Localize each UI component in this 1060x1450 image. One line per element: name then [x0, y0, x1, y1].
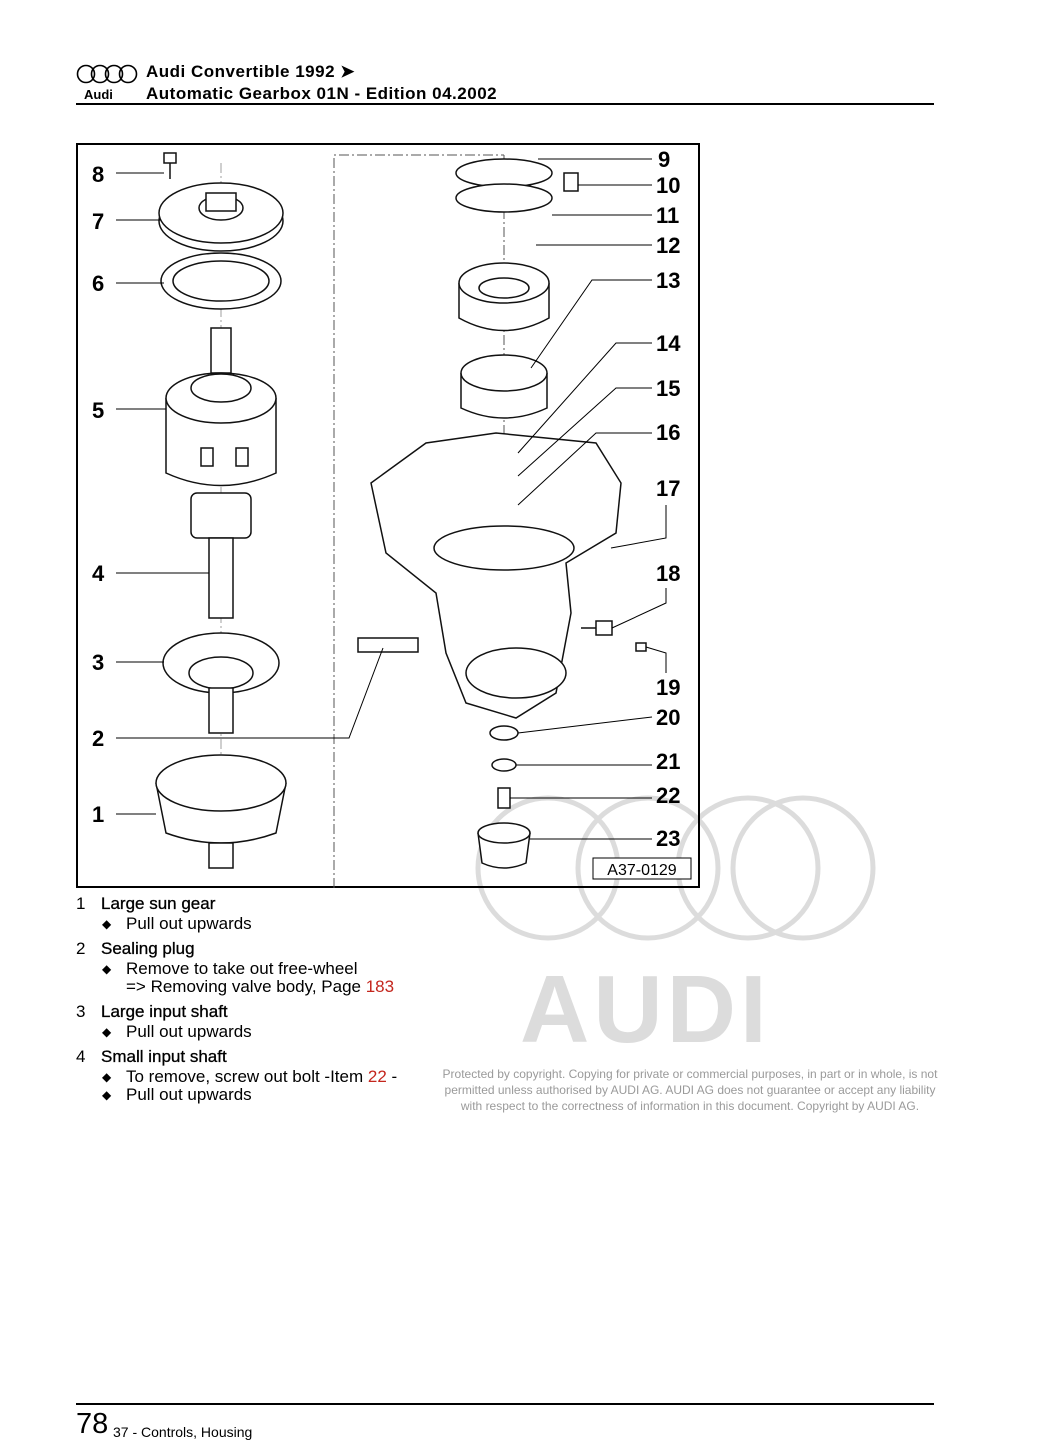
callout-21: 21	[656, 749, 680, 774]
item-number: 4	[76, 1047, 86, 1066]
bullet-text: => Removing valve body, Page	[126, 977, 366, 996]
bullet-icon: ◆	[102, 962, 112, 976]
item-link[interactable]: 22	[367, 1067, 387, 1086]
callout-16: 16	[656, 420, 680, 445]
footer-rule	[76, 1403, 934, 1405]
header-title-line1: Audi Convertible 1992 ➤	[146, 62, 356, 81]
bullet-text: Pull out upwards	[126, 1085, 252, 1104]
callout-13: 13	[656, 268, 680, 293]
callout-11: 11	[656, 203, 679, 228]
audi-logo-text: Audi	[84, 87, 113, 102]
bullet-icon: ◆	[102, 1070, 112, 1084]
callout-22: 22	[656, 783, 680, 808]
callout-20: 20	[656, 705, 680, 730]
bullet-text-suffix: -	[386, 1067, 398, 1086]
callout-8: 8	[92, 162, 104, 187]
copyright-line: with respect to the correctness of infor…	[460, 1099, 920, 1113]
watermark-text: AUDI	[520, 956, 771, 1063]
callout-5: 5	[92, 398, 104, 423]
list-item: 1 Large sun gear ◆ Pull out upwards	[76, 892, 476, 933]
callout-23: 23	[656, 826, 680, 851]
bullet-text: To remove, screw out bolt -Item	[126, 1067, 368, 1086]
item-title: Large input shaft	[101, 1002, 228, 1021]
item-number: 1	[76, 894, 86, 913]
callout-4: 4	[92, 561, 105, 586]
item-title: Large sun gear	[101, 894, 216, 913]
callout-18: 18	[656, 561, 680, 586]
callout-15: 15	[656, 376, 680, 401]
list-item: 4 Small input shaft ◆ To remove, screw out…	[76, 1045, 476, 1104]
callout-10: 10	[656, 173, 680, 198]
item-title: Sealing plug	[101, 939, 195, 958]
callout-17: 17	[656, 476, 680, 501]
list-item: 2 Sealing plug ◆ Remove to take out free-…	[76, 937, 476, 996]
item-list: 1 Large sun gear ◆ Pull out upwards 2 Seali…	[76, 892, 476, 1108]
copyright-line: Protected by copyright. Copying for priv…	[442, 1067, 938, 1081]
bullet-text: Pull out upwards	[126, 1022, 252, 1041]
bullet-text: Remove to take out free-wheel	[126, 959, 358, 978]
callout-9: 9	[658, 147, 670, 172]
callout-2: 2	[92, 726, 104, 751]
callout-1: 1	[92, 802, 104, 827]
copyright-notice: Protected by copyright. Copying for priv…	[440, 1066, 940, 1114]
list-item: 3 Large input shaft ◆ Pull out upwards	[76, 1000, 476, 1041]
bullet-icon: ◆	[102, 917, 112, 931]
callout-14: 14	[656, 331, 681, 356]
exploded-view-figure: 8 7 6 5 4 3 2 1 9 10 11 12 13 14 15 16 1…	[76, 143, 700, 888]
page-number: 78	[76, 1408, 109, 1440]
header-title-line2: Automatic Gearbox 01N - Edition 04.2002	[146, 84, 498, 103]
callout-6: 6	[92, 271, 104, 296]
callout-12: 12	[656, 233, 680, 258]
page-link[interactable]: 183	[365, 977, 395, 996]
header-rule	[76, 103, 934, 105]
audi-watermark: AUDI	[475, 795, 876, 1063]
item-number: 2	[76, 939, 86, 958]
section-title: 37 - Controls, Housing	[113, 1424, 253, 1440]
callout-3: 3	[92, 650, 104, 675]
bullet-icon: ◆	[102, 1025, 112, 1039]
audi-logo: Audi	[76, 64, 138, 102]
item-title: Small input shaft	[101, 1047, 227, 1066]
callout-19: 19	[656, 675, 680, 700]
callout-7: 7	[92, 209, 104, 234]
item-number: 3	[76, 1002, 86, 1021]
bullet-icon: ◆	[102, 1088, 112, 1102]
figure-code: A37-0129	[607, 862, 676, 879]
copyright-line: permitted unless authorised by AUDI AG. …	[444, 1083, 936, 1097]
bullet-text: Pull out upwards	[126, 914, 252, 933]
